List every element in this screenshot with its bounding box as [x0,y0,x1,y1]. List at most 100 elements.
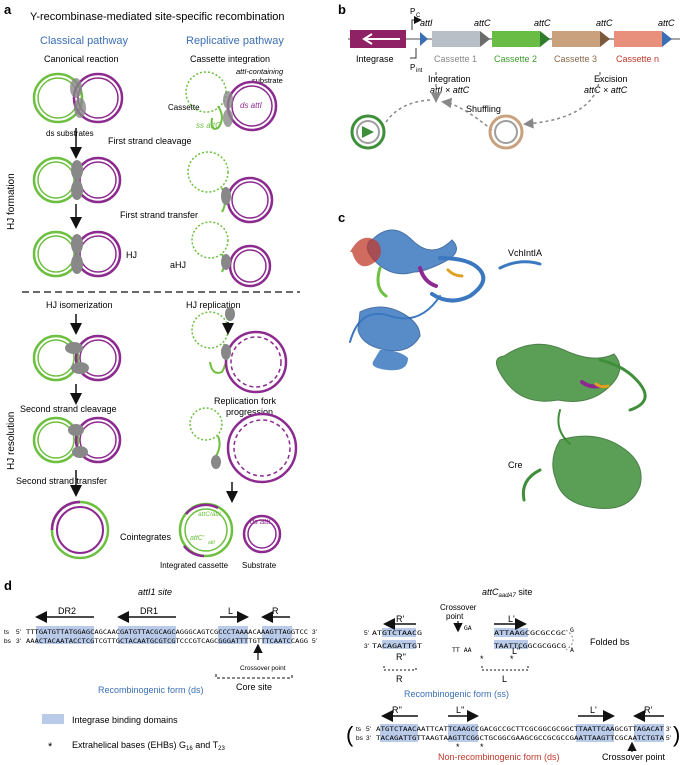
pc-promoter-icon [411,16,422,30]
cre-structure [496,343,647,510]
ts-label: ts [4,629,10,636]
substrate-label: Substrate [242,561,277,570]
r-label: R [272,606,279,616]
hj-replication-label: HJ replication [186,300,241,310]
replication-fork-label-1: Replication fork [214,396,277,406]
replication-fork-label-2: progression [226,407,273,417]
ts-three-prime: 3' [312,629,317,636]
hj-resolution-label: HJ resolution [6,412,17,470]
vchintia-structure [349,229,542,371]
attC-site-title: attCaadA7 site [482,587,532,599]
attC-prime-sub: attI [208,540,216,546]
folded-bs-label: Folded bs [590,637,630,647]
cointegrates-label: Cointegrates [120,532,172,542]
classical-pathway-label: Classical pathway [40,35,129,47]
attC-Lpp-label: L'' [512,646,521,656]
attI1-site-title: attI1 site [138,587,172,597]
replicative-step1 [185,71,278,132]
ss-attC-label: ss attC [196,121,221,130]
panel-d-letter: d [4,578,12,593]
replicative-step5 [189,407,298,484]
first-strand-transfer-label: First strand transfer [120,210,198,220]
bs-label: bs [4,638,12,645]
panel-b-letter: b [338,2,346,17]
classical-step5 [32,416,122,464]
nr-bottom-strand: TACAGATTGTTAAGTAAGTTCGGCTGCGGCGAAGCGCCGC… [376,735,664,742]
second-strand-transfer-label: Second strand transfer [16,476,107,486]
hj-isomerization-label: HJ isomerization [46,300,113,310]
nr-Rp-label: R' [644,705,652,715]
hj-label: HJ [126,250,137,260]
pc-label: P [410,7,415,16]
fold-star-g: * [480,654,484,664]
fold-bs-right: TAATTCGGCGCGGCG [494,642,566,650]
fold-loop-a: A [570,646,574,654]
substrate-circle [242,514,282,554]
integrase-arrow-icon [362,33,400,45]
replicative-pathway-label: Replicative pathway [186,35,284,47]
legend-binding-label: Integrase binding domains [72,715,178,725]
ds-attI-label: ds attI [240,101,263,110]
l-label: L [228,606,233,616]
cre-label: Cre [508,460,523,470]
attC-crossover-label-1: Crossover [440,603,477,612]
attI-substrate-label-1: attI-containing [236,67,284,76]
cointegrate-circle [50,500,110,560]
excision-label: Excision [594,74,628,84]
fold-ts-right: ATTAAGCGCGCCGC [494,629,566,637]
attI-label: attI [420,18,433,28]
ts-five-prime: 5' [16,629,21,636]
pint-promoter-icon [410,48,417,59]
classical-hj [32,230,122,278]
nr-star-2: * [480,742,484,752]
core-site-label: Core site [236,682,272,692]
attC-Rp-label: R' [396,614,404,624]
excision-formula: attC × attC [584,85,628,95]
nr-Lp-label: L' [590,705,597,715]
nr-Rpp-label: R'' [392,705,402,715]
nr-star-1: * [456,742,460,752]
pc-sub: C [416,13,421,19]
dr1-label: DR1 [140,606,158,616]
nr-crossover-label: Crossover point [602,752,666,762]
cassette-label: Cassette [168,103,200,112]
replicative-step2 [187,151,274,224]
replicative-fork [191,307,288,394]
nr-bs-three: 3' [366,735,371,742]
attC-label-2: attC [534,18,551,28]
fold-bs-mid: TT AA [452,646,472,654]
attC-Lp-label: L' [508,614,515,624]
cassette3-label: Cassette 3 [554,54,597,64]
fold-ts-left: ATGTCTAACG [372,629,422,637]
attC-label-3: attC [596,18,613,28]
fold-loop-g: G [570,626,574,634]
classical-step4 [32,334,122,382]
attI1-top-strand: TTTGATGTTATGGAGCAGCAACGATGTTACGCAGCAGGGC… [26,629,308,636]
nr-ts-five: 5' [366,726,371,733]
recomb-ss-label: Recombinogenic form (ss) [404,689,509,699]
panel-c-letter: c [338,210,345,225]
replicative-ahj [191,221,272,288]
cassette-integration-label: Cassette integration [190,54,270,64]
cassetteN-label: Cassette n [616,54,659,64]
classical-step1 [32,72,124,124]
non-recomb-label: Non-recombinogenic form (ds) [438,752,560,762]
integrated-cassette-circle [178,502,234,558]
integrase-label: Integrase [356,54,394,64]
nr-ts-three: 3' [666,726,671,733]
first-strand-cleavage-label: First strand cleavage [108,136,192,146]
nr-bracket-right: ) [673,722,680,747]
legend-ehb-star: * [48,741,53,753]
attC-L-label: L [502,674,507,684]
panel-a: a Y-recombinase-mediated site-specific r… [4,2,300,570]
shuffling-label: Shuffling [466,104,501,114]
attC-prime-label: attC' [190,535,205,542]
ds-substrates-label: ds substrates [46,129,94,138]
integration-formula: attI × attC [430,85,470,95]
panel-b: b Integrase P C P int attI Cassette 1 at… [338,2,680,150]
bs-five-prime: 5' [312,638,317,645]
attI1-bottom-strand: AAACTACAATACCTCGTCGTTGCTACAATGCGTCGTCCCG… [26,638,308,645]
integrated-cassette-label: Integrated cassette [160,561,229,570]
fold-star-t: * [510,654,514,664]
